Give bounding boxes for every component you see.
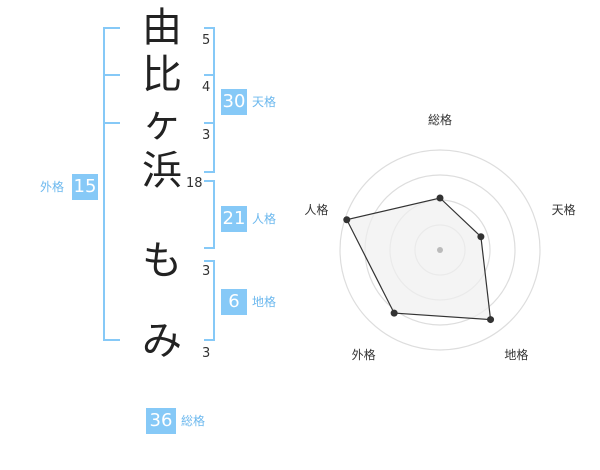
radar-point-2 bbox=[477, 233, 485, 241]
stroke-count-4: 18 bbox=[186, 176, 203, 191]
name-char-4: 浜 bbox=[142, 148, 182, 194]
tenkaku-label: 天格 bbox=[252, 95, 277, 109]
radar-axis-label: 外格 bbox=[352, 347, 376, 362]
stroke-count-5: 3 bbox=[202, 264, 211, 279]
jinkaku-value-badge: 21 bbox=[221, 206, 247, 232]
chikaku-value-badge: 6 bbox=[221, 289, 247, 315]
name-char-6: み bbox=[142, 318, 182, 364]
jinkaku-label: 人格 bbox=[252, 212, 277, 226]
stroke-count-1: 5 bbox=[202, 33, 211, 48]
radar-axis-label: 天格 bbox=[552, 202, 576, 217]
gaikaku-value-badge: 15 bbox=[72, 174, 98, 200]
name-char-2: 比 bbox=[142, 52, 182, 98]
tenkaku-bracket bbox=[204, 27, 215, 173]
radar-point-3 bbox=[487, 316, 495, 324]
radar-point-4 bbox=[390, 309, 398, 317]
radar-axis-label: 人格 bbox=[304, 202, 328, 217]
stroke-count-2: 4 bbox=[202, 80, 211, 95]
chikaku-bracket bbox=[204, 260, 215, 341]
radar-series-shape bbox=[345, 197, 492, 321]
radar-grid-ring bbox=[339, 149, 541, 351]
soukaku-label: 総格 bbox=[181, 414, 206, 428]
soukaku-value-badge: 36 bbox=[146, 408, 176, 434]
tenkaku-value-badge: 30 bbox=[221, 89, 247, 115]
radar-point-1 bbox=[436, 194, 444, 202]
jinkaku-bracket bbox=[204, 180, 215, 249]
gaikaku-label: 外格 bbox=[40, 180, 65, 194]
name-char-5: も bbox=[142, 238, 182, 284]
stroke-count-6: 3 bbox=[202, 346, 211, 361]
radar-axis-label: 総格 bbox=[428, 112, 452, 127]
name-char-1: 由 bbox=[142, 5, 182, 51]
gaikaku-bracket bbox=[103, 27, 120, 341]
chikaku-label: 地格 bbox=[252, 295, 277, 309]
name-char-3: ヶ bbox=[142, 100, 182, 146]
radar-axis-label: 地格 bbox=[504, 347, 528, 362]
radar-point-5 bbox=[343, 216, 351, 224]
radar-center-dot bbox=[437, 247, 443, 253]
stroke-count-3: 3 bbox=[202, 128, 211, 143]
